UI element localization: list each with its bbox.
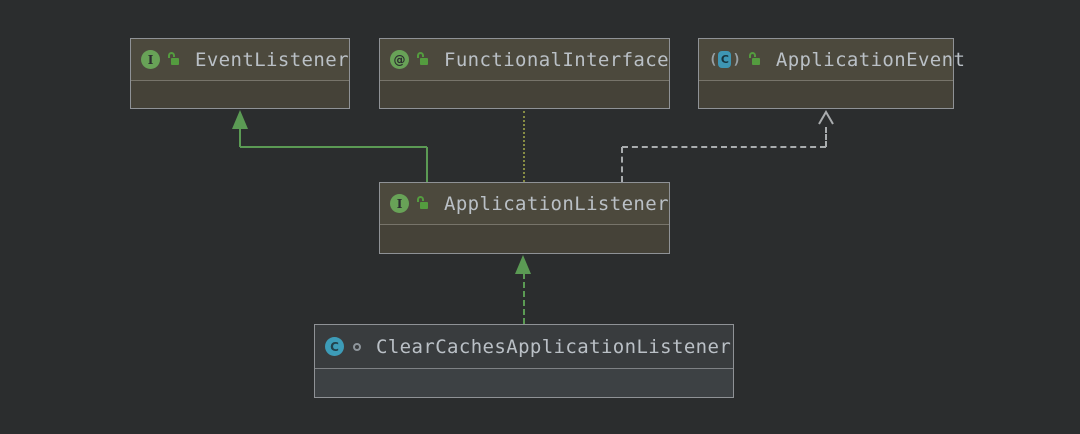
- edge-dependency-segment-vertical-upper: [825, 127, 827, 147]
- node-title: ApplicationListener: [444, 192, 669, 215]
- class-node-clearcachesapplicationlistener[interactable]: C ClearCachesApplicationListener: [314, 324, 734, 398]
- open-lock-icon: [748, 51, 760, 65]
- node-header: C ClearCachesApplicationListener: [315, 325, 733, 368]
- edge-extends-segment-vertical-upper: [239, 128, 241, 147]
- node-title: EventListener: [195, 48, 349, 71]
- edge-dependency-segment-vertical-lower: [621, 147, 623, 182]
- node-members-section: [699, 80, 953, 108]
- node-header: C ApplicationEvent: [699, 39, 965, 80]
- edge-extends-segment-vertical-lower: [426, 147, 428, 182]
- class-node-applicationevent[interactable]: C ApplicationEvent: [698, 38, 965, 109]
- class-node-functionalinterface[interactable]: @ FunctionalInterface: [379, 38, 670, 109]
- node-header: I EventListener: [131, 39, 349, 80]
- open-lock-icon: [417, 51, 428, 65]
- class-node-applicationlistener[interactable]: I ApplicationListener: [379, 182, 670, 254]
- edge-extends-segment-horizontal: [240, 146, 427, 148]
- class-icon: C: [325, 337, 344, 356]
- abstract-class-icon: C: [709, 51, 741, 68]
- dependency-arrowhead-icon: [818, 110, 834, 125]
- edge-dependency-segment-horizontal: [622, 146, 826, 148]
- interface-icon: I: [141, 50, 160, 69]
- edge-implements-dashed: [523, 273, 525, 324]
- node-header: I ApplicationListener: [380, 183, 669, 224]
- package-private-icon: [353, 342, 361, 351]
- node-title: ClearCachesApplicationListener: [376, 335, 732, 358]
- node-title: FunctionalInterface: [444, 48, 669, 71]
- interface-icon: I: [390, 194, 409, 213]
- node-title: ApplicationEvent: [775, 48, 966, 71]
- implements-arrowhead-icon: [515, 255, 531, 274]
- annotation-icon: @: [390, 50, 409, 69]
- open-lock-icon: [417, 195, 428, 209]
- node-header: @ FunctionalInterface: [380, 39, 669, 80]
- extends-arrowhead-icon: [232, 110, 248, 129]
- node-members-section: [315, 368, 733, 397]
- node-members-section: [131, 80, 349, 108]
- open-lock-icon: [168, 51, 179, 65]
- class-node-eventlistener[interactable]: I EventListener: [130, 38, 350, 109]
- edge-annotation-dotted: [523, 111, 525, 182]
- node-members-section: [380, 224, 669, 253]
- node-members-section: [380, 80, 669, 108]
